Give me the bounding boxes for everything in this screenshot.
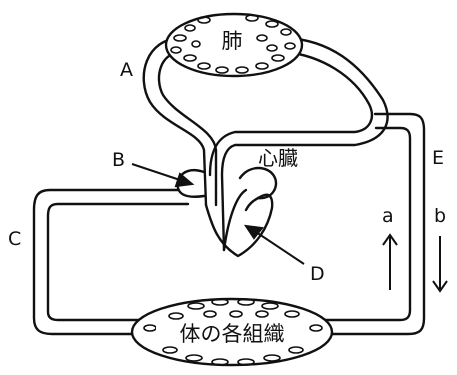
body-tissues-texture <box>143 298 323 366</box>
pointer-b-arrowhead <box>174 172 195 188</box>
pointer-b-line <box>131 163 181 181</box>
heart-ventricle <box>204 193 274 258</box>
pointer-d-line <box>255 231 305 265</box>
vessel-c-inner <box>46 202 190 322</box>
heart-atrium-right <box>238 166 278 200</box>
vessel-e-outer <box>308 112 426 336</box>
label-d: D <box>310 263 325 285</box>
vessel-a-outer <box>142 36 208 207</box>
pointer-d-arrowhead <box>243 224 264 240</box>
vessel-a-inner <box>157 50 218 207</box>
arrow-b-head <box>432 280 448 293</box>
vessel-to-lungs-outer <box>220 36 389 252</box>
arrow-a-head <box>382 233 398 246</box>
vessel-to-lungs-inner <box>208 50 374 177</box>
heart-septum <box>222 188 248 252</box>
label-c: C <box>8 228 21 250</box>
heart-atrium-left <box>176 169 206 198</box>
label-a-vessel: A <box>120 59 133 81</box>
lungs-label: 肺 <box>222 29 243 53</box>
label-direction-a: a <box>382 205 394 227</box>
lungs-texture <box>170 14 296 74</box>
body-tissues-label: 体の各組織 <box>180 322 285 346</box>
vessel-e-inner <box>308 126 412 322</box>
label-b: B <box>112 149 125 171</box>
label-direction-b: b <box>434 205 446 227</box>
vessel-c-outer <box>32 188 180 336</box>
label-e: E <box>432 147 444 169</box>
heart-label: 心臓 <box>258 146 298 170</box>
